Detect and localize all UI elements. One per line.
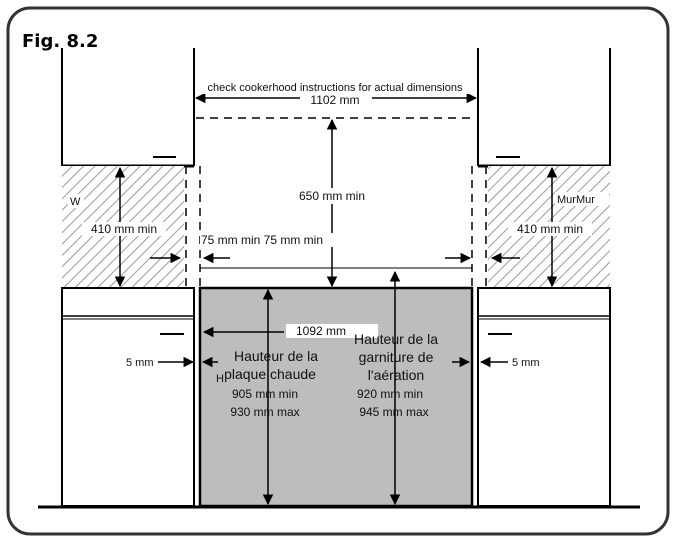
gap-left-label: 5 mm — [126, 357, 154, 369]
hood-note: check cookerhood instructions for actual… — [208, 82, 463, 94]
trim-title-1: Hauteur de la — [354, 331, 438, 347]
hood-width-label: 1102 mm — [310, 93, 359, 107]
wall-label-left: W — [70, 196, 81, 208]
hob-max: 930 mm max — [230, 405, 299, 419]
base-cabinet-right — [477, 287, 611, 507]
hob-min: 905 mm min — [232, 387, 298, 401]
hob-title-2: plaque chaude — [224, 366, 316, 382]
hood-height-label: 650 mm min — [299, 189, 365, 203]
wall-label-right: MurMur — [557, 194, 595, 206]
wall-height-right: 410 mm min — [517, 222, 583, 236]
cooker-width-label: 1092 mm — [296, 324, 346, 338]
trim-title-3: l'aération — [368, 367, 424, 383]
base-cabinet-left — [61, 287, 195, 507]
hob-title-1: Hauteur de la — [234, 348, 318, 364]
gap-right-label: 5 mm — [512, 357, 540, 369]
trim-title-2: garniture de — [359, 349, 434, 365]
hob-marker: H — [216, 373, 224, 385]
figure-label: Fig. 8.2 — [22, 31, 98, 52]
trim-min: 920 mm min — [357, 387, 423, 401]
wall-height-left: 410 mm min — [91, 222, 157, 236]
clearance-label: 75 mm min 75 mm min — [201, 233, 323, 247]
trim-max: 945 mm max — [359, 405, 428, 419]
